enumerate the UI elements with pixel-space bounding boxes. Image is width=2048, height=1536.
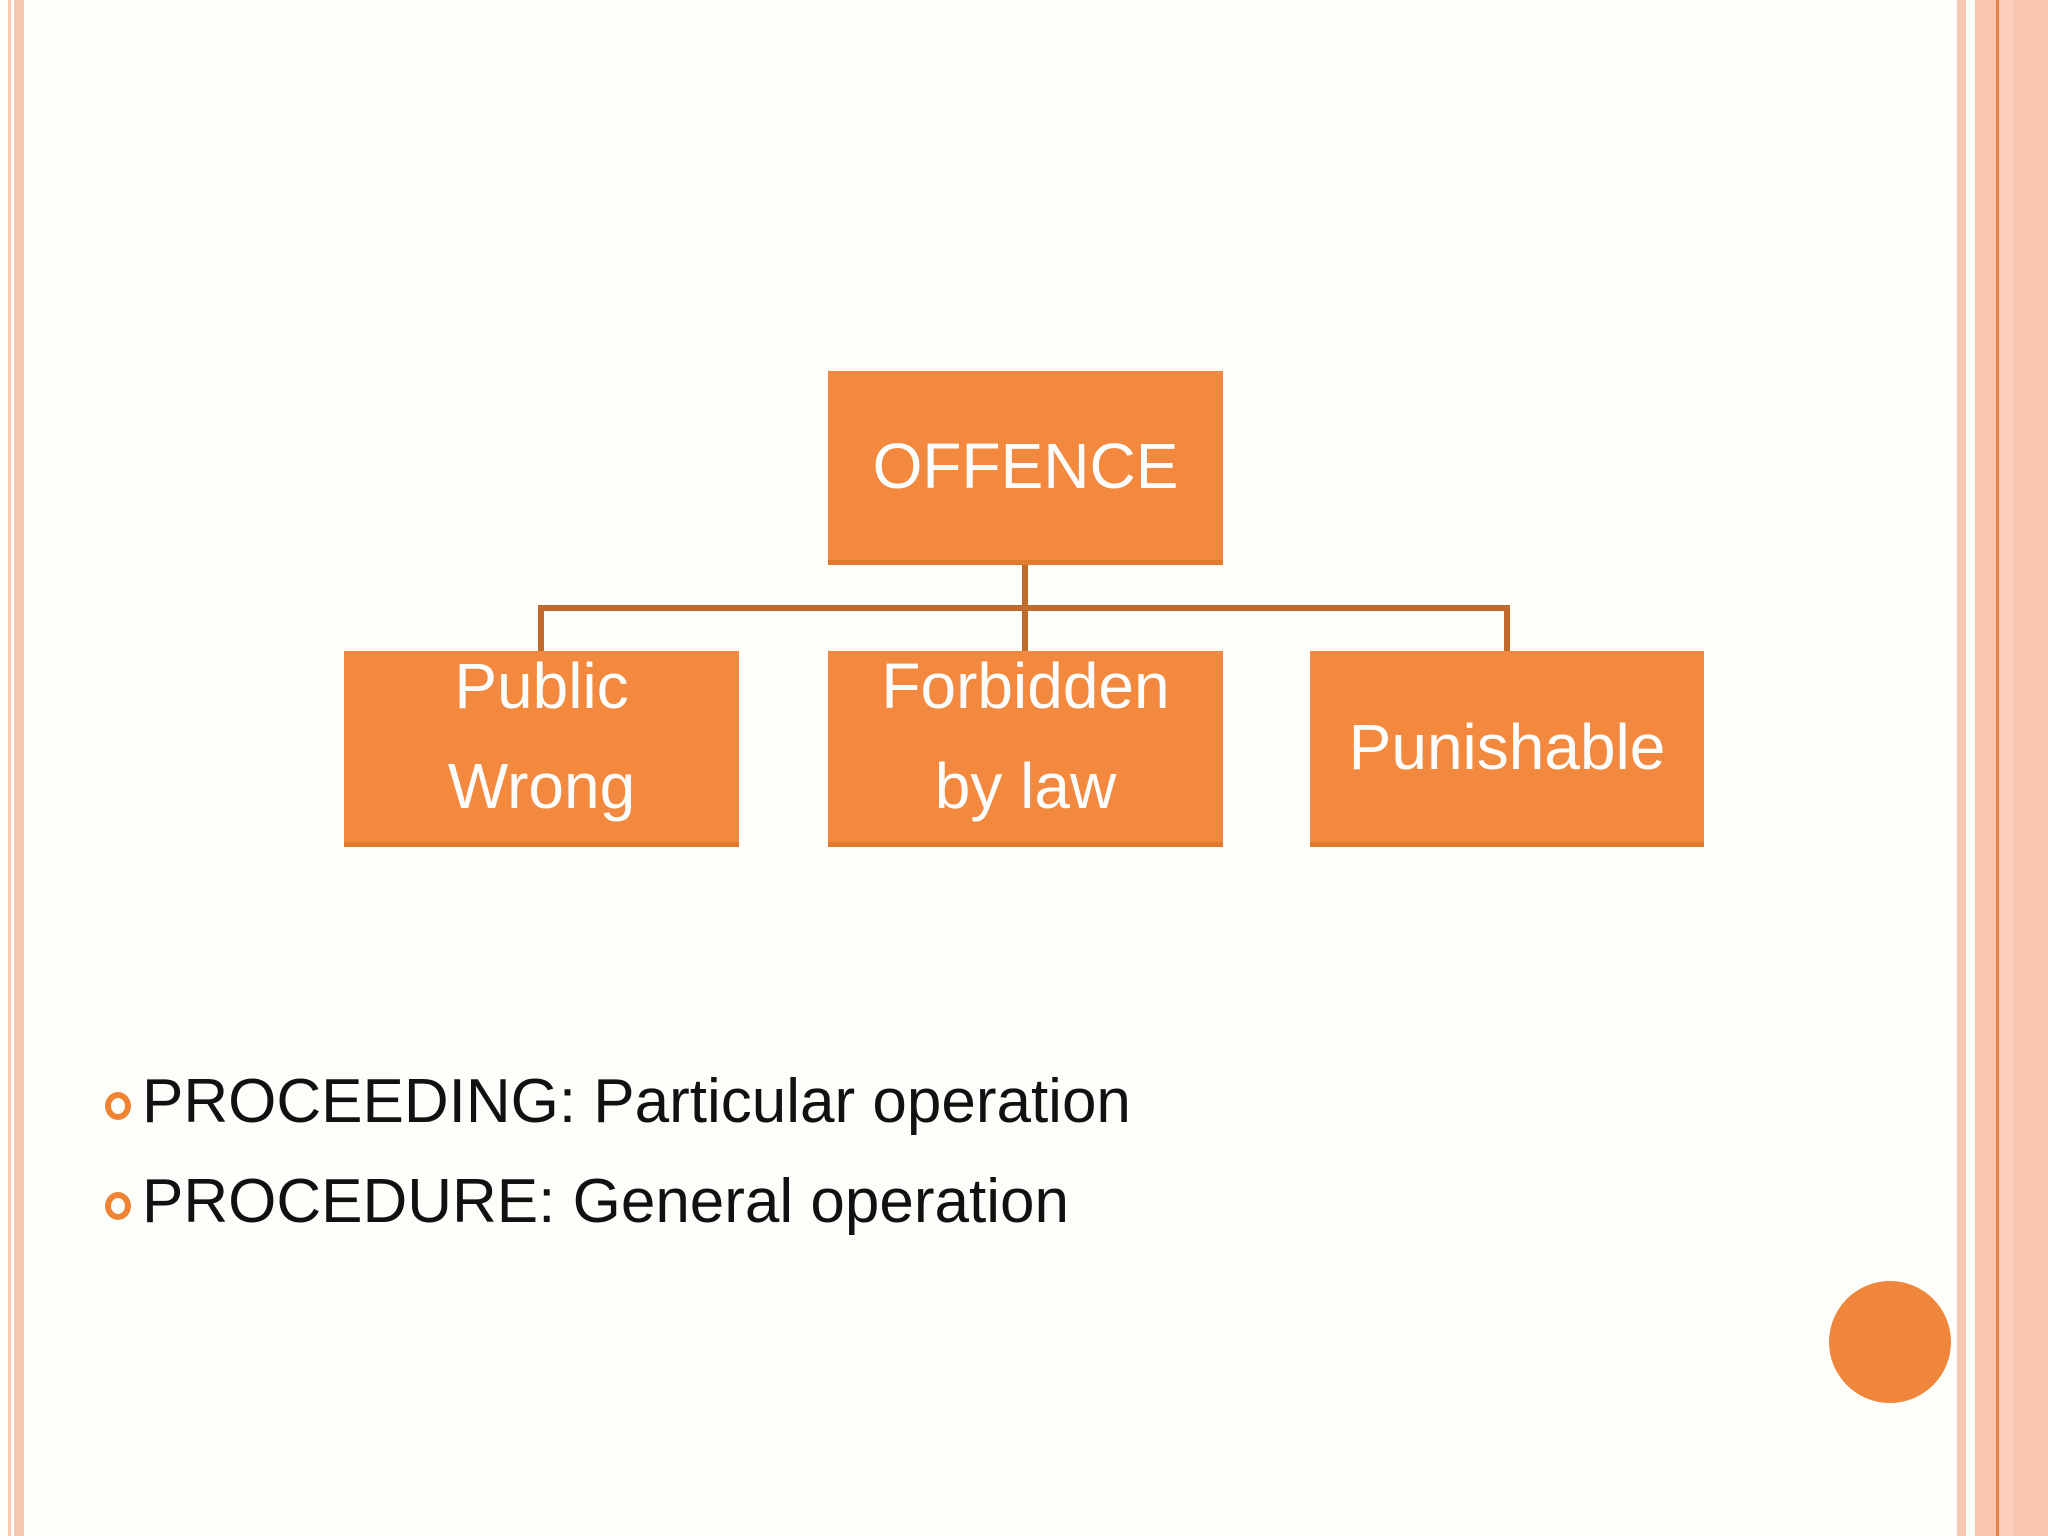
public-wrong-box: Public Wrong [344,650,739,847]
left-border-thick-stripe [14,0,24,1536]
right-border-middle-stripe [1975,0,1996,1536]
right-border-band-deep [2014,0,2048,1536]
bullet-item-proceeding-label: PROCEEDING: Particular operation [142,1066,1131,1136]
punishable-box-label: Punishable [1348,710,1666,783]
bullet-item-proceeding: PROCEEDING: Particular operation [105,1063,1131,1139]
punishable-box: Punishable [1310,651,1704,847]
forbidden-by-law-box-line2: by law [934,749,1117,822]
bullet-item-procedure-label: PROCEDURE: General operation [142,1166,1069,1236]
public-wrong-box-line2: Wrong [447,749,636,822]
right-border-inner-stripe [1957,0,1966,1536]
right-border-band-light [1999,0,2014,1536]
circle-bullet-icon [105,1092,131,1120]
decorative-corner-circle [1829,1281,1951,1403]
public-wrong-box-line1: Public [454,649,629,722]
forbidden-by-law-box: Forbidden by law [828,650,1223,847]
connector-drop-public-wrong [538,605,544,651]
offence-box: OFFENCE [828,371,1223,565]
forbidden-by-law-box-line1: Forbidden [881,649,1170,722]
connector-drop-punishable [1504,605,1510,651]
offence-box-label: OFFENCE [872,429,1179,502]
left-border-thin-stripe [8,0,11,1536]
circle-bullet-icon [105,1192,131,1220]
bullet-item-procedure: PROCEDURE: General operation [105,1163,1069,1239]
right-border-accent-line [1996,0,1999,1536]
connector-horizontal-bar [538,605,1510,611]
